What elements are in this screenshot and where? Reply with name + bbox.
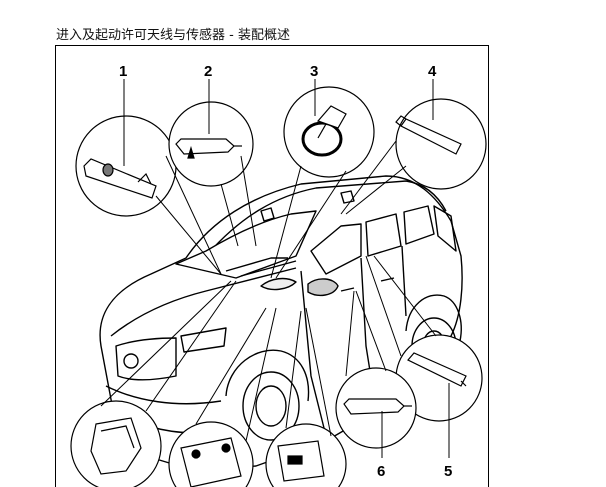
callout-bubble-2 — [168, 101, 254, 187]
callout-bubble-6 — [335, 367, 417, 449]
callout-bubble-card — [265, 423, 347, 487]
leader-lines — [100, 79, 450, 458]
callout-bubble-3 — [283, 86, 375, 178]
callout-number-6: 6 — [377, 463, 385, 480]
callout-bubble-connector — [70, 400, 162, 487]
assembly-diagram: 1 2 3 4 5 6 — [55, 45, 489, 487]
callout-number-3: 3 — [310, 63, 318, 80]
callout-number-2: 2 — [204, 63, 212, 80]
callout-bubble-4 — [395, 98, 487, 190]
callout-number-4: 4 — [428, 63, 437, 80]
callout-bubble-5 — [395, 334, 483, 422]
page-title: 进入及起动许可天线与传感器 - 装配概述 — [56, 28, 290, 43]
callout-bubble-1 — [75, 115, 177, 217]
callout-number-5: 5 — [444, 463, 452, 480]
diagram-svg: 1 2 3 4 5 6 — [70, 63, 487, 487]
callout-bubble-control-unit — [168, 421, 254, 487]
callout-number-1: 1 — [119, 63, 127, 80]
